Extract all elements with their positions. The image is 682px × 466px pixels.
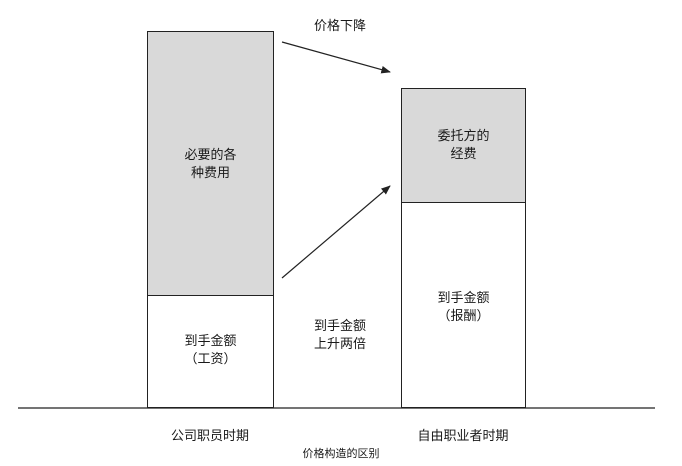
freelance-takehome-segment [401, 202, 526, 408]
freelance-client-expense-segment [401, 88, 526, 203]
company-takehome-segment [147, 295, 274, 408]
freelance-period-label: 自由职业者时期 [417, 429, 509, 444]
freelance-client-expense-label: 委托方的 经费 [437, 129, 490, 162]
company-period-label: 公司职员时期 [170, 429, 249, 444]
increase-arrow [281, 185, 391, 279]
figure-caption: 价格构造的区别 [302, 447, 380, 460]
company-expenses-segment [147, 31, 274, 296]
price-drop-annotation: 价格下降 [313, 19, 366, 34]
price-drop-arrow [281, 41, 391, 74]
company-takehome-label: 到手金额 （工资） [184, 334, 237, 367]
company-expenses-label: 必要的各 种费用 [184, 148, 237, 181]
takehome-increase-annotation: 到手金额 上升两倍 [313, 319, 366, 352]
freelance-takehome-label: 到手金额 （报酬） [437, 291, 490, 324]
